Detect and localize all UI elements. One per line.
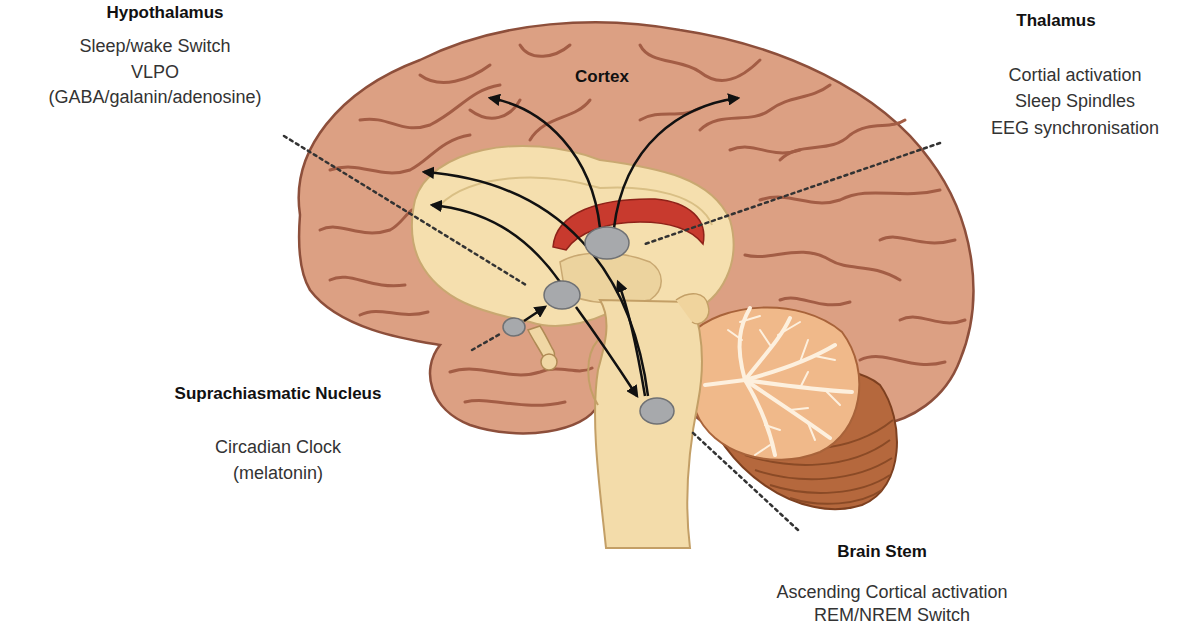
gyri xyxy=(745,252,900,280)
illustration-shape xyxy=(808,423,815,440)
illustration-shape xyxy=(760,330,770,345)
illustration-shape xyxy=(728,330,742,340)
illustration-shape xyxy=(745,345,835,380)
brain-stem xyxy=(676,294,709,324)
gyri xyxy=(780,120,905,160)
function-note: (melatonin) xyxy=(233,463,323,484)
gyri xyxy=(900,317,965,323)
gyri xyxy=(465,401,565,406)
region-heading: Cortex xyxy=(575,66,629,87)
nucleus-markers xyxy=(544,281,580,309)
brain-stem xyxy=(595,300,702,548)
illustration-shape xyxy=(745,380,775,455)
illustration-shape xyxy=(740,316,760,322)
illustration-shape xyxy=(800,372,808,388)
illustration-shape xyxy=(770,475,890,493)
function-note: REM/NREM Switch xyxy=(814,605,970,626)
gyri xyxy=(520,45,570,56)
illustration-shape xyxy=(778,322,800,335)
function-note: VLPO xyxy=(131,62,179,83)
gyri xyxy=(780,298,850,305)
gyri xyxy=(470,100,520,118)
gyri xyxy=(700,85,830,130)
brain-stem xyxy=(588,340,598,405)
leader-lines xyxy=(284,136,940,530)
nucleus-markers xyxy=(503,227,674,424)
leader-lines xyxy=(692,432,798,530)
region-heading: Suprachiasmatic Nucleus xyxy=(175,383,382,404)
pathway-arrows xyxy=(618,282,645,396)
gyri xyxy=(360,311,428,315)
gyri xyxy=(730,147,800,153)
illustration-shape xyxy=(705,380,745,385)
illustration-shape xyxy=(800,340,808,362)
pathway-arrows xyxy=(576,307,637,396)
pathway-arrows xyxy=(614,98,738,228)
illustration-shape xyxy=(790,408,808,410)
illustration-shape xyxy=(815,356,835,360)
gyri xyxy=(530,100,590,140)
function-note: Cortial activation xyxy=(1008,65,1141,86)
gyri xyxy=(880,237,955,243)
gyri xyxy=(640,45,760,81)
gyri xyxy=(860,357,945,365)
gyri xyxy=(320,210,412,233)
function-note: Sleep/wake Switch xyxy=(79,36,230,57)
pathway-arrows xyxy=(424,98,738,396)
gyri xyxy=(420,65,490,82)
illustration-shape xyxy=(825,390,840,405)
function-note: Circadian Clock xyxy=(215,437,341,458)
gyri xyxy=(640,108,700,120)
cerebellum xyxy=(688,308,860,460)
gyri xyxy=(330,277,405,286)
pathway-arrows xyxy=(424,172,648,396)
region-heading: Thalamus xyxy=(1016,10,1095,31)
nucleus-markers xyxy=(503,318,525,336)
leader-lines xyxy=(284,136,526,285)
illustration-shape xyxy=(745,380,830,438)
region-heading: Brain Stem xyxy=(837,541,927,562)
nucleus-markers xyxy=(585,227,629,259)
gyri xyxy=(360,85,500,128)
function-note: Sleep Spindles xyxy=(1015,91,1135,112)
leader-lines xyxy=(645,143,940,244)
pathway-arrows xyxy=(524,307,545,321)
function-note: Ascending Cortical activation xyxy=(776,582,1007,603)
nucleus-markers xyxy=(640,398,674,424)
function-note: EEG synchronisation xyxy=(991,118,1159,139)
medial-region xyxy=(412,146,734,326)
function-note: (GABA/galanin/adenosine) xyxy=(48,87,261,108)
cerebellum xyxy=(688,308,897,510)
brain-stem xyxy=(588,294,709,548)
medial-region xyxy=(412,146,734,326)
diencephalon xyxy=(541,354,557,370)
pathway-arrows xyxy=(490,98,600,228)
illustration-shape xyxy=(765,425,780,430)
illustration-shape xyxy=(755,445,770,455)
leader-lines xyxy=(472,334,500,350)
pathway-arrows xyxy=(432,205,560,282)
illustration-shape xyxy=(790,490,882,504)
region-heading: Hypothalamus xyxy=(106,2,223,23)
illustration-shape xyxy=(755,458,892,479)
illustration-shape xyxy=(745,318,790,380)
gyri xyxy=(450,368,592,375)
